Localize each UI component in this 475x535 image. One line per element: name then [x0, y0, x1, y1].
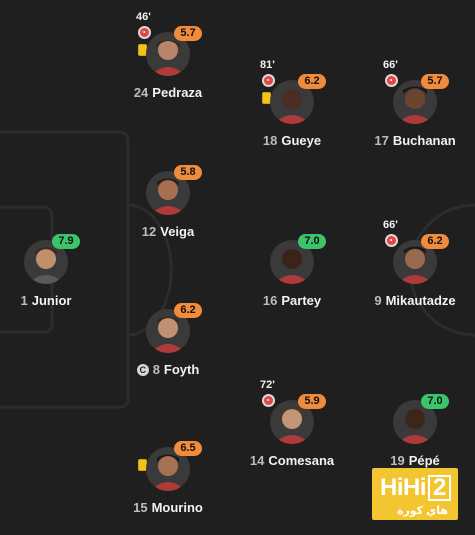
rating-badge: 6.5 [174, 441, 202, 456]
sub-minute: 81' [260, 59, 275, 71]
rating-badge: 5.7 [421, 74, 449, 89]
player-number: 9 [374, 293, 382, 308]
player-label: Buchanan [392, 133, 456, 148]
substitution-icon [138, 26, 151, 39]
player-number: 1 [20, 293, 28, 308]
player-label: Pedraza [152, 85, 203, 100]
substitution-icon [262, 74, 275, 87]
player-label: Veiga [160, 224, 195, 239]
watermark-text-a: HiHi [380, 474, 427, 501]
player-number: 8 [152, 362, 160, 377]
player-number: 24 [133, 85, 149, 100]
substitution-icon [262, 394, 275, 407]
player-label: Foyth [163, 362, 200, 377]
player-label: Mikautadze [385, 293, 456, 308]
watermark-arabic: هاي كورة [396, 505, 448, 517]
player-label: Partey [281, 293, 322, 308]
player-label: Junior [31, 293, 72, 308]
rating-badge: 5.7 [174, 26, 202, 41]
rating-badge: 6.2 [421, 234, 449, 249]
rating-badge: 7.0 [298, 234, 326, 249]
avatar [270, 240, 314, 284]
rating-badge: 7.9 [52, 234, 80, 249]
player-label: Pépé [408, 453, 440, 468]
substitution-icon [385, 234, 398, 247]
player-label: Comesana [268, 453, 335, 468]
player-number: 12 [141, 224, 157, 239]
rating-badge: 6.2 [298, 74, 326, 89]
rating-badge: 6.2 [174, 303, 202, 318]
sub-minute: 66' [383, 219, 398, 231]
avatar [146, 309, 190, 353]
sub-minute: 46' [136, 11, 151, 23]
rating-badge: 7.0 [421, 394, 449, 409]
captain-icon: C [136, 364, 149, 376]
player-number: 16 [262, 293, 278, 308]
sub-minute: 72' [260, 379, 275, 391]
rating-badge: 5.9 [298, 394, 326, 409]
player-number: 15 [133, 500, 148, 515]
player-number: 14 [249, 453, 265, 468]
rating-badge: 5.8 [174, 165, 202, 180]
player-number: 19 [390, 453, 405, 468]
sub-minute: 66' [383, 59, 398, 71]
substitution-icon [385, 74, 398, 87]
player-label: Mourino [151, 500, 203, 515]
player-number: 17 [374, 133, 389, 148]
watermark-text-b: 2 [428, 475, 451, 501]
player-label: Gueye [281, 133, 322, 148]
player-number: 18 [262, 133, 278, 148]
